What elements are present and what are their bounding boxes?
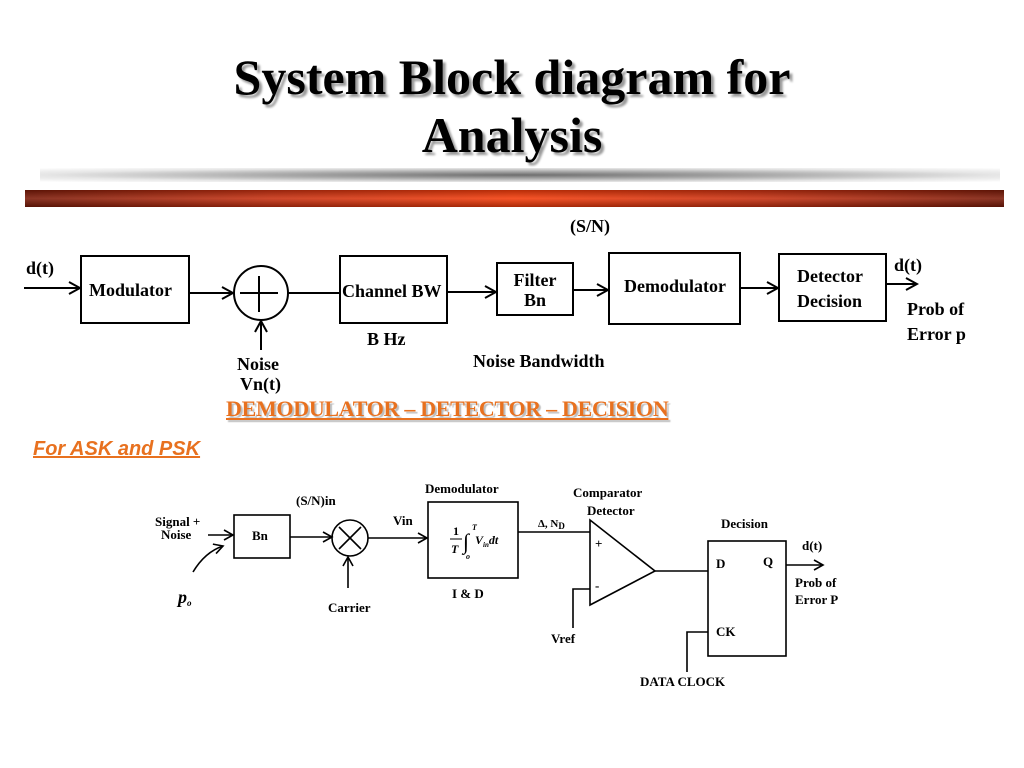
comparator-label-2: Detector xyxy=(587,503,635,518)
demod-id-block xyxy=(427,501,519,579)
comparator xyxy=(589,518,657,607)
input-label: d(t) xyxy=(26,258,54,279)
slide-title: System Block diagram for Analysis xyxy=(0,48,1024,164)
output-label-bottom: d(t) xyxy=(802,538,822,553)
signal-label-2: Noise xyxy=(161,527,192,542)
channel-block xyxy=(339,255,448,324)
prob-label-bottom-1: Prob of xyxy=(795,575,837,590)
integral-expression: 1 T ∫ T o Vindt xyxy=(450,523,499,561)
po-arrow xyxy=(192,543,225,573)
carrier-label: Carrier xyxy=(328,600,371,615)
comparator-label-1: Comparator xyxy=(573,485,643,500)
svg-text:T: T xyxy=(451,542,459,556)
demodulator-title: Demodulator xyxy=(425,481,499,496)
demodulator-label: Demodulator xyxy=(624,276,726,296)
detector-label-1: Detector xyxy=(797,266,863,286)
svg-text:o: o xyxy=(466,552,470,561)
bn-label: Bn xyxy=(252,528,269,543)
vref-label: Vref xyxy=(551,631,576,646)
svg-text:Vindt: Vindt xyxy=(475,533,499,549)
prob-label-bottom-2: Error P xyxy=(795,592,838,607)
q-pin-label: Q xyxy=(763,554,773,569)
d-flipflop xyxy=(707,540,787,657)
clock-line xyxy=(686,631,708,672)
output-label: d(t) xyxy=(894,255,922,276)
channel-bw-label: B Hz xyxy=(367,329,406,349)
detector-decision-block xyxy=(778,253,887,322)
slide-title-line1: System Block diagram for xyxy=(233,49,791,105)
prob-label-1: Prob of xyxy=(907,299,965,319)
filter-label-1: Filter xyxy=(514,270,557,290)
grey-divider xyxy=(40,168,1000,182)
vref-line xyxy=(572,588,590,628)
svg-text:T: T xyxy=(472,523,478,532)
svg-text:∫: ∫ xyxy=(461,529,471,555)
sn-label: (S/N) xyxy=(570,216,610,237)
bottom-block-diagram: Signal + Noise po Bn (S/N)in Carrier Vin… xyxy=(155,481,838,689)
sn-in-label: (S/N)in xyxy=(296,493,337,508)
modulator-label: Modulator xyxy=(89,280,172,300)
ck-pin-label: CK xyxy=(716,624,736,639)
decision-title: Decision xyxy=(721,516,769,531)
channel-label: Channel BW xyxy=(342,281,442,301)
noise-bandwidth-label: Noise Bandwidth xyxy=(473,351,605,371)
noise-label-2: Vn(t) xyxy=(240,374,281,395)
plus-label: + xyxy=(595,536,602,551)
noise-label-1: Noise xyxy=(237,354,279,374)
section-heading: DEMODULATOR – DETECTOR – DECISION xyxy=(226,396,669,421)
detector-label-2: Decision xyxy=(797,291,862,311)
delta-label: Δ, ND xyxy=(538,518,565,531)
modulator-block xyxy=(80,255,190,324)
svg-text:1: 1 xyxy=(453,524,459,538)
po-label: po xyxy=(176,587,192,608)
data-clock-label: DATA CLOCK xyxy=(640,674,726,689)
id-label: I & D xyxy=(452,586,484,601)
subheading: For ASK and PSK xyxy=(33,438,201,460)
slide-title-line2: Analysis xyxy=(421,107,603,163)
red-divider xyxy=(25,190,1004,207)
filter-label-2: Bn xyxy=(524,290,546,310)
d-pin-label: D xyxy=(716,556,725,571)
signal-label-1: Signal + xyxy=(155,514,200,529)
vin-label: Vin xyxy=(393,513,414,528)
top-block-diagram: d(t) Modulator Noise Vn(t) Channel BW B … xyxy=(24,216,966,395)
prob-label-2: Error p xyxy=(907,324,966,344)
minus-label: - xyxy=(595,578,599,593)
